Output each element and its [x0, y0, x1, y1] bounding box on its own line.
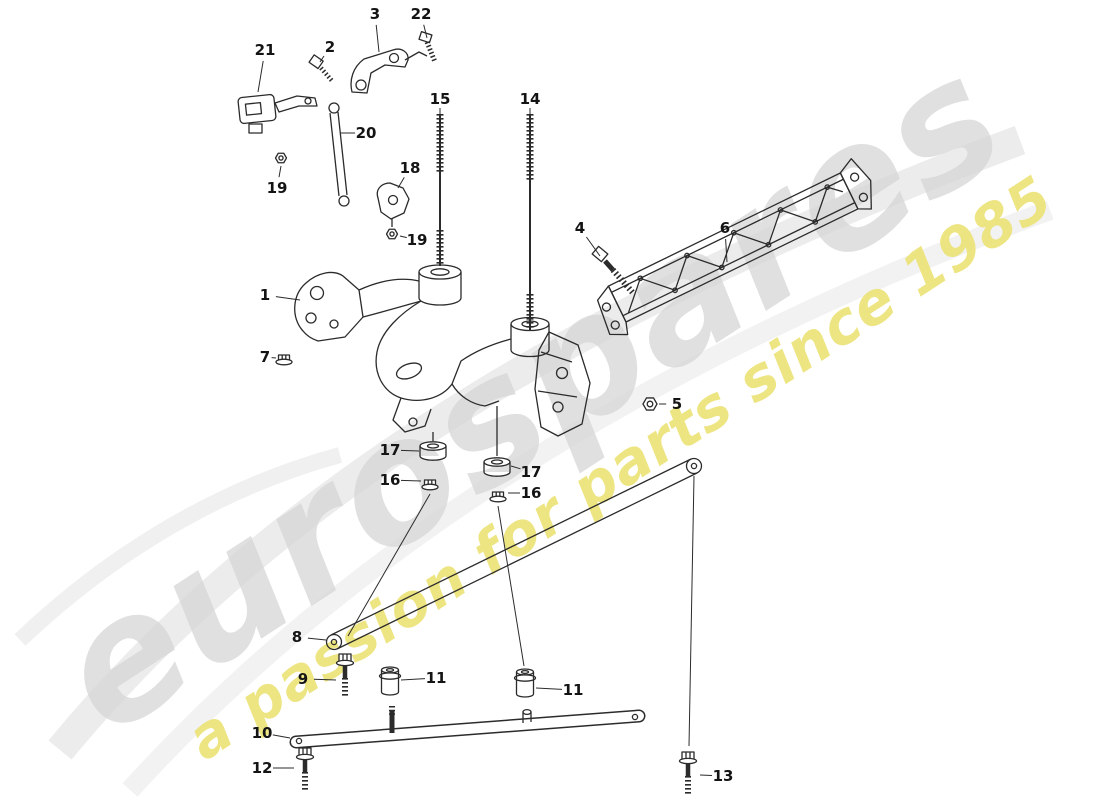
callout-16: 16	[379, 471, 401, 489]
callout-17: 17	[379, 441, 401, 459]
callout-4: 4	[574, 219, 586, 237]
callout-5: 5	[671, 395, 683, 413]
leader-line-19	[399, 235, 407, 239]
callout-19: 19	[406, 231, 428, 249]
part-10-link-bar	[289, 706, 646, 749]
leader-line-16	[400, 479, 422, 482]
callout-11: 11	[425, 669, 447, 687]
leader-line-13	[699, 774, 713, 776]
swoosh-curve	[48, 125, 1026, 760]
callout-leader-lines	[257, 24, 728, 776]
leader-line-18	[397, 177, 405, 189]
callout-16: 16	[520, 484, 542, 502]
part-8-diagonal-brace	[325, 457, 703, 651]
swoosh-curve	[14, 447, 343, 646]
assembly-axis-lines	[347, 475, 695, 747]
leader-line-21	[257, 60, 264, 93]
leader-line-22	[423, 24, 428, 39]
callout-7: 7	[259, 348, 271, 366]
callout-19: 19	[266, 179, 288, 197]
callout-1: 1	[259, 286, 271, 304]
leader-line-19	[278, 165, 282, 178]
leader-line-8	[307, 637, 327, 641]
leader-line-2	[319, 55, 325, 63]
part-5-nut	[642, 397, 658, 411]
callout-15: 15	[429, 90, 451, 108]
callout-13: 13	[712, 767, 734, 785]
callout-8: 8	[291, 628, 303, 646]
leader-line-17	[510, 465, 521, 470]
callout-20: 20	[355, 124, 377, 142]
leader-line-4	[585, 236, 601, 257]
callout-9: 9	[297, 670, 309, 688]
leader-line-1	[275, 296, 301, 301]
leader-line-3	[375, 24, 380, 53]
part-6-cross-member	[596, 158, 872, 336]
part-21-level-sensor	[237, 93, 318, 134]
callout-12: 12	[251, 759, 273, 777]
part-20-drop-link	[328, 102, 350, 207]
callout-6: 6	[719, 219, 731, 237]
part-22-screw	[418, 31, 438, 63]
leader-line-10	[272, 734, 291, 739]
leader-line-6	[725, 238, 728, 263]
callout-3: 3	[369, 5, 381, 23]
callout-2: 2	[324, 38, 336, 56]
part-3-lever-bracket	[350, 48, 428, 94]
callout-21: 21	[254, 41, 276, 59]
leader-line-17	[400, 449, 420, 452]
callout-18: 18	[399, 159, 421, 177]
part-2-bolt	[308, 54, 335, 84]
part-18-bracket	[376, 182, 410, 227]
callout-17: 17	[520, 463, 542, 481]
leader-line-11	[535, 687, 563, 690]
leader-line-9	[313, 678, 337, 681]
callout-14: 14	[519, 90, 541, 108]
leader-line-11	[400, 678, 426, 681]
callout-11: 11	[562, 681, 584, 699]
callout-10: 10	[251, 724, 273, 742]
part-1-side-carrier	[294, 264, 591, 456]
callout-22: 22	[410, 5, 432, 23]
swoosh-curve	[122, 200, 1054, 797]
